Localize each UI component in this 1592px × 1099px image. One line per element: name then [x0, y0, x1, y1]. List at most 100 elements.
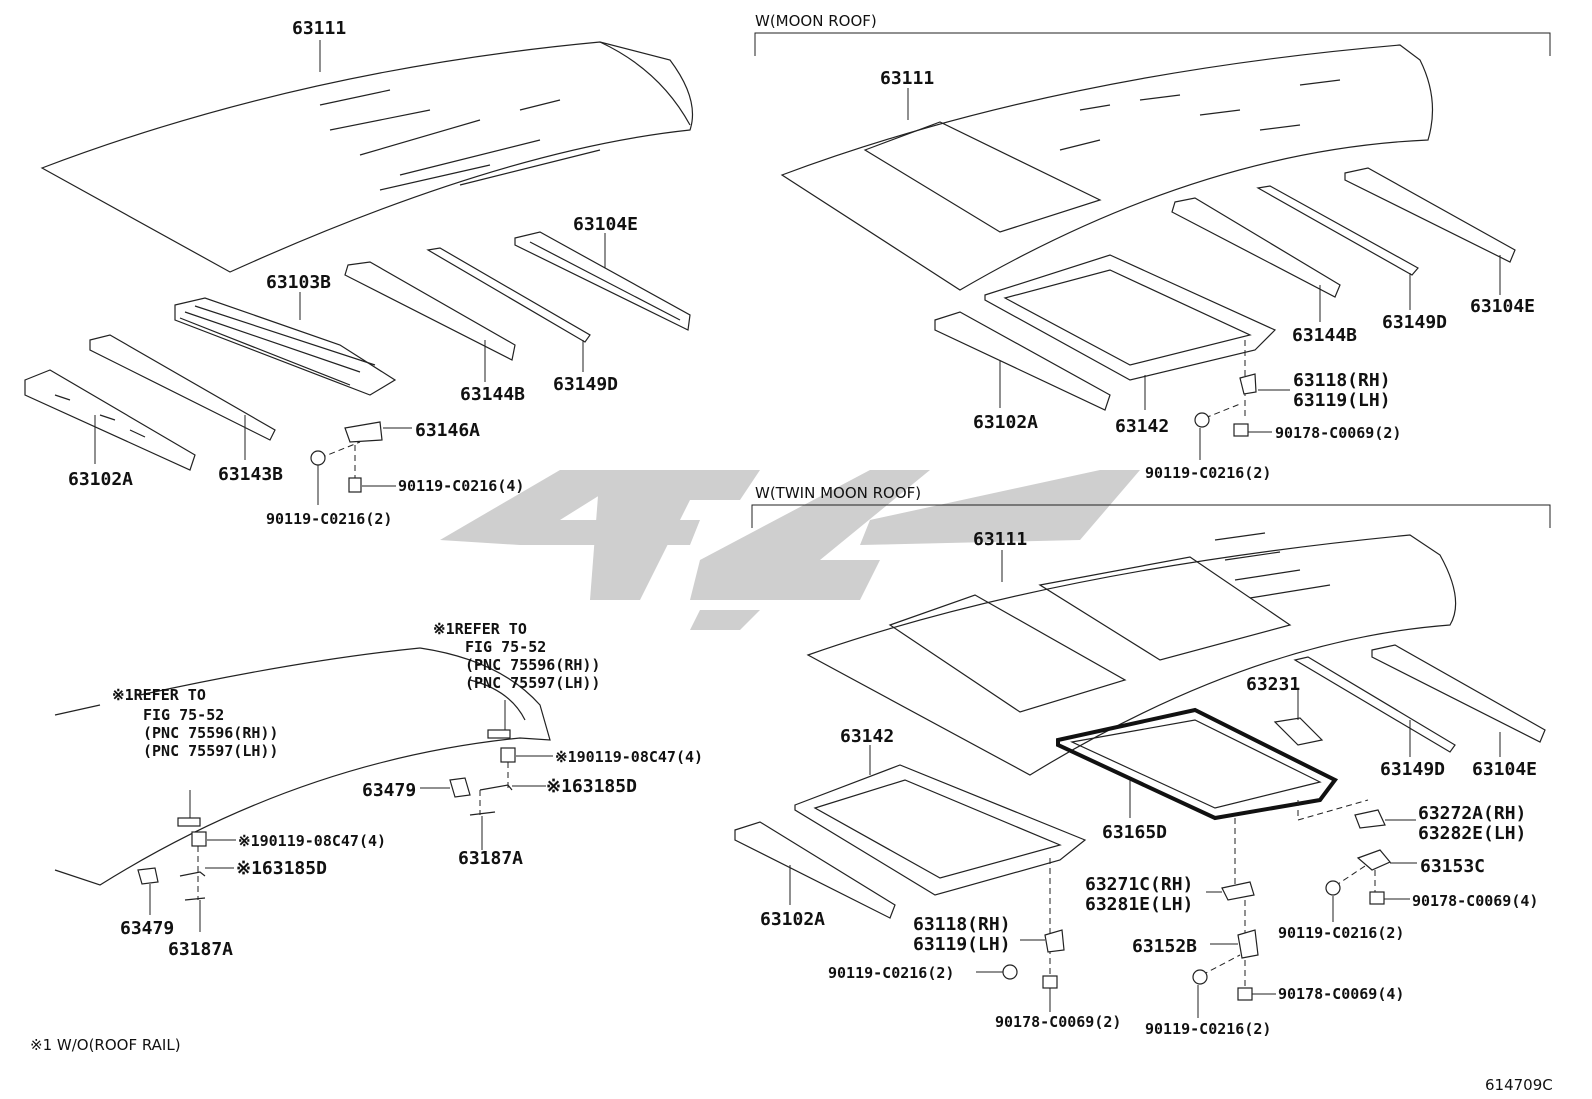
- bow-63144B: [1171, 197, 1341, 298]
- label: 63281E(LH): [1085, 894, 1193, 915]
- label: 90178-C0069(2): [1275, 424, 1401, 442]
- label: ※163185D: [546, 776, 637, 797]
- label: 63142: [840, 726, 894, 747]
- label: 90178-C0069(4): [1412, 892, 1538, 910]
- roof-panel-63111: [780, 44, 1434, 291]
- cover-plate: [177, 817, 201, 827]
- pin-63187A: [469, 811, 496, 816]
- label: 63118(RH): [913, 914, 1011, 935]
- label: 63104E: [573, 214, 638, 235]
- label: 63152B: [1132, 936, 1197, 957]
- screw-icon: [348, 477, 362, 493]
- cap-63479: [137, 867, 159, 885]
- label: 63104E: [1470, 296, 1535, 317]
- bracket-63231: [1273, 717, 1324, 746]
- label: 63272A(RH): [1418, 803, 1526, 824]
- label: 63479: [120, 918, 174, 939]
- bracket-63118: [1044, 929, 1065, 953]
- roof-panel-63111: [40, 41, 694, 273]
- bow-63149D: [1293, 656, 1456, 753]
- bow-63144B: [344, 261, 516, 361]
- nut-icon: [1233, 423, 1249, 437]
- label: 90119-C0216(2): [828, 964, 954, 982]
- label: 63149D: [1382, 312, 1447, 333]
- label: 63118(RH): [1293, 370, 1391, 391]
- label: 63102A: [68, 469, 133, 490]
- label: 63153C: [1420, 856, 1485, 877]
- watermark-logo: [440, 470, 1140, 630]
- note: FIG 75-52: [143, 706, 224, 724]
- bolt-icon: [1325, 880, 1341, 896]
- seal-63165D: [1056, 707, 1339, 821]
- clip-63185D: [479, 784, 513, 791]
- frame-63142: [794, 764, 1087, 896]
- note: (PNC 75596(RH)): [143, 724, 278, 742]
- label: 63119(LH): [913, 934, 1011, 955]
- label: 90178-C0069(2): [995, 1013, 1121, 1031]
- label: 63143B: [218, 464, 283, 485]
- note: FIG 75-52: [465, 638, 546, 656]
- bracket-63272A: [1354, 809, 1386, 829]
- nut-icon: [1237, 987, 1253, 1001]
- bolt-icon: [191, 831, 207, 847]
- label: 63149D: [1380, 759, 1445, 780]
- bow-63149D: [426, 247, 591, 343]
- rail-63102A: [934, 311, 1111, 411]
- rail-63104E: [514, 231, 691, 331]
- label: 63102A: [760, 909, 825, 930]
- label: 63479: [362, 780, 416, 801]
- label: 63165D: [1102, 822, 1167, 843]
- bolt-icon: [500, 747, 516, 763]
- label: 90178-C0069(4): [1278, 985, 1404, 1003]
- label: ※163185D: [236, 858, 327, 879]
- footnote: ※1 W/O(ROOF RAIL): [30, 1036, 181, 1054]
- bracket-63118: [1239, 373, 1257, 395]
- label: 63111: [973, 529, 1027, 550]
- nut-icon: [1369, 891, 1385, 905]
- bracket-63271C: [1221, 881, 1255, 901]
- nut-icon: [1042, 975, 1058, 989]
- label: 63187A: [168, 939, 233, 960]
- label: 90119-C0216(2): [1145, 464, 1271, 482]
- note: ※1REFER TO: [433, 620, 527, 638]
- bow-63103B: [174, 297, 397, 396]
- section-title: W(MOON ROOF): [755, 12, 877, 30]
- section-title: W(TWIN MOON ROOF): [755, 484, 921, 502]
- section-moon-roof: W(MOON ROOF) 63111 63144B 63149D 63104E …: [754, 12, 1551, 482]
- note: (PNC 75597(LH)): [143, 742, 278, 760]
- bolt-icon: [310, 450, 326, 466]
- label: 63149D: [553, 374, 618, 395]
- label: 63282E(LH): [1418, 823, 1526, 844]
- bow-63143B: [89, 334, 276, 441]
- label: 63187A: [458, 848, 523, 869]
- rail-63102A: [734, 821, 896, 919]
- bracket-63152B: [1237, 929, 1259, 959]
- label: 63146A: [415, 420, 480, 441]
- label: 63111: [880, 68, 934, 89]
- label: 63111: [292, 18, 346, 39]
- label: 63103B: [266, 272, 331, 293]
- rail-63104E: [1344, 167, 1516, 263]
- figure-id: 614709C: [1485, 1076, 1553, 1094]
- label: 90119-C0216(2): [1278, 924, 1404, 942]
- bolt-icon: [1192, 969, 1208, 985]
- section-twin-moon-roof: W(TWIN MOON ROOF): [734, 484, 1551, 1038]
- label: 63271C(RH): [1085, 874, 1193, 895]
- roof-panel-63111: [806, 534, 1457, 776]
- note: ※1REFER TO: [112, 686, 206, 704]
- label: 90119-C0216(4): [398, 477, 524, 495]
- rail-63104E: [1371, 644, 1546, 743]
- label: 63104E: [1472, 759, 1537, 780]
- bolt-icon: [1194, 412, 1210, 428]
- label: ※190119-08C47(4): [555, 748, 703, 766]
- bracket-63153C: [1356, 849, 1391, 871]
- label: 90119-C0216(2): [266, 510, 392, 528]
- pin-63187A: [184, 897, 206, 901]
- label: 63119(LH): [1293, 390, 1391, 411]
- note: (PNC 75596(RH)): [465, 656, 600, 674]
- note: (PNC 75597(LH)): [465, 674, 600, 692]
- bow-63149D: [1256, 185, 1419, 276]
- bracket-63146A: [344, 421, 383, 443]
